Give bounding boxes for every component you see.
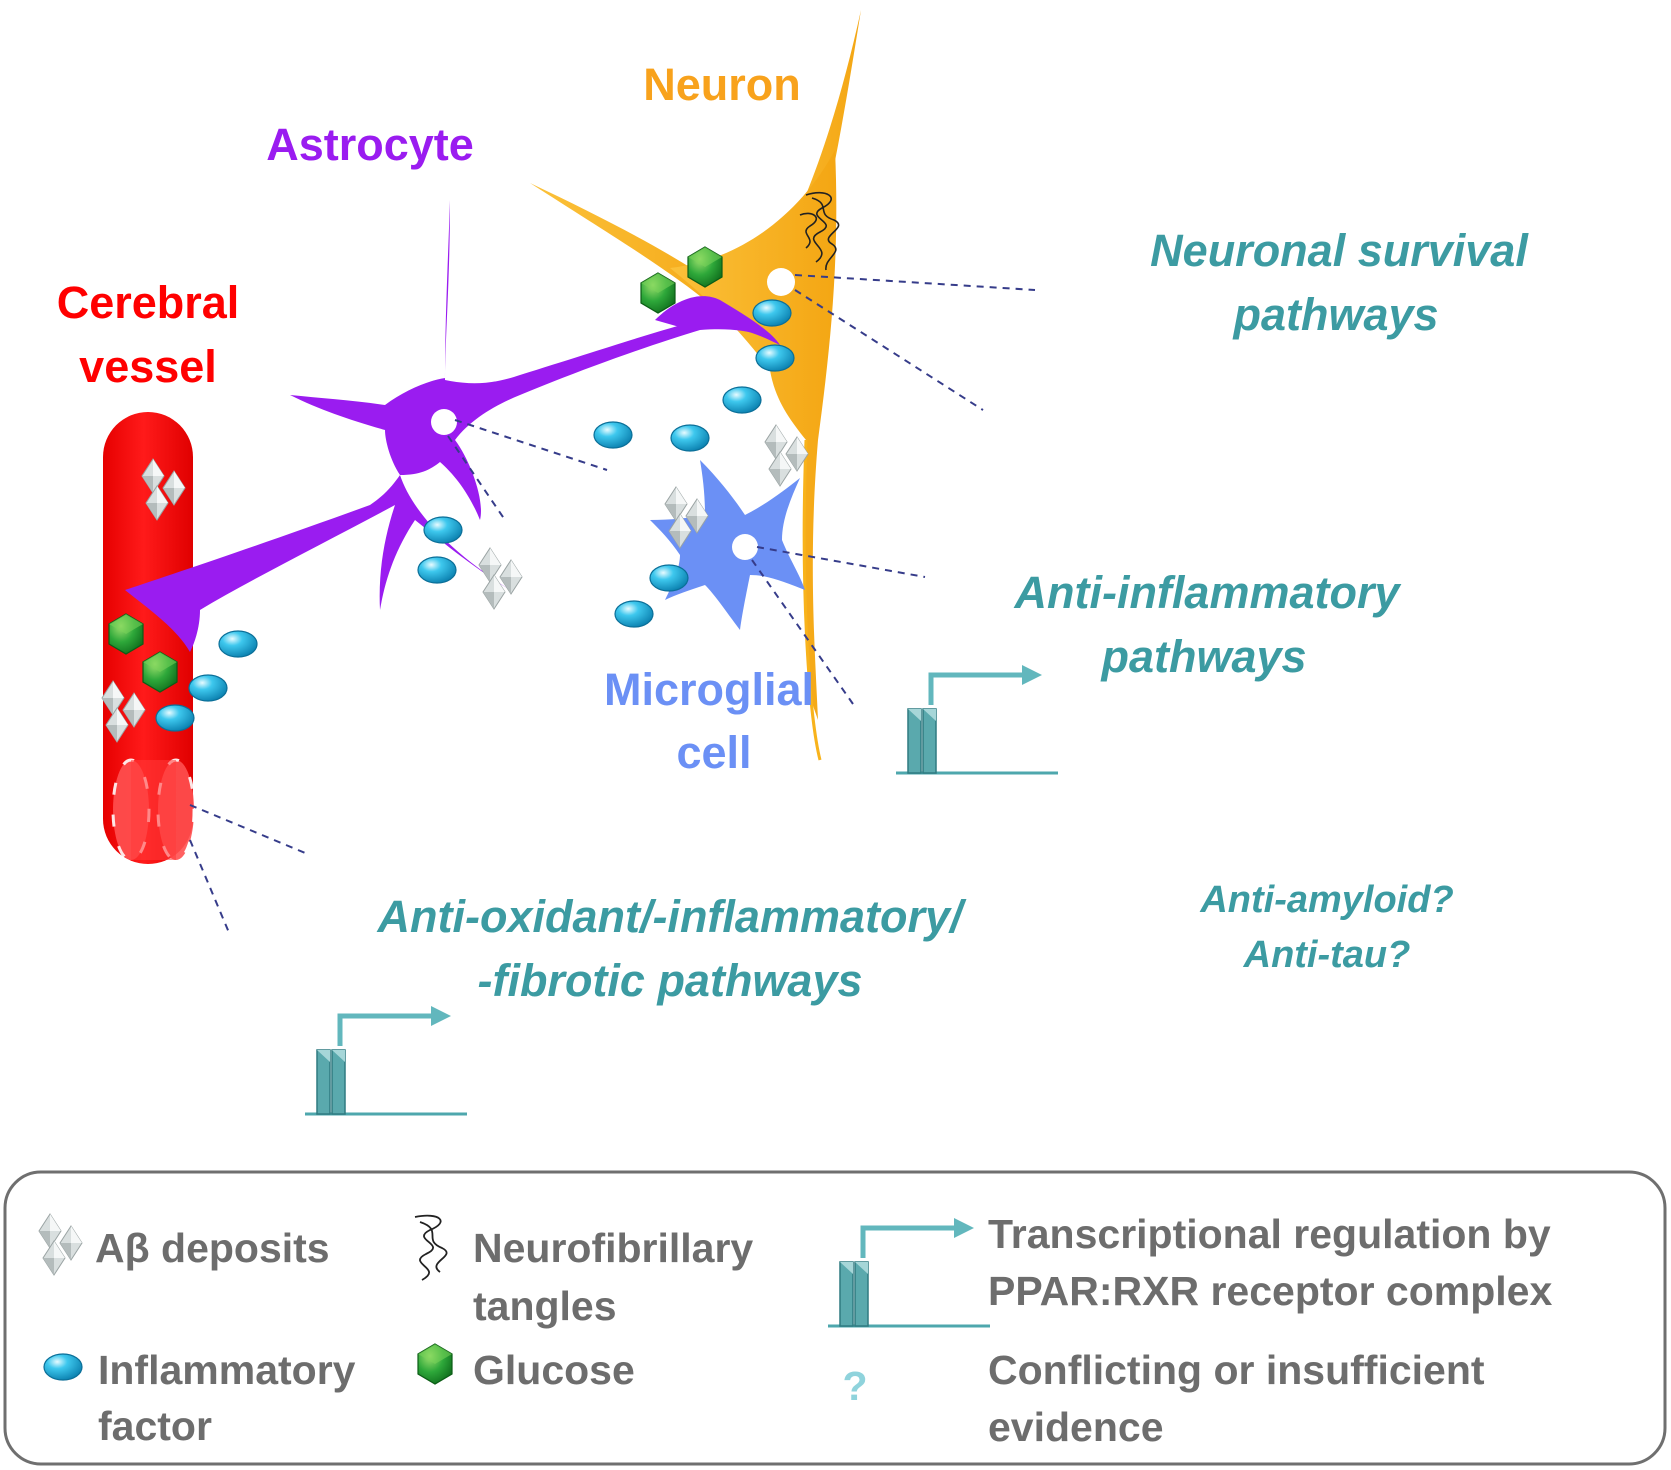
tangle-squiggle-icon <box>414 1214 448 1281</box>
promoter-arrow-icon <box>305 1006 467 1114</box>
astrocyte-cell <box>125 200 780 652</box>
blue-oval-icon <box>43 1353 83 1381</box>
legend: Aβ deposits Neurofibrillary tangles Tran… <box>3 1170 1667 1466</box>
legend-tangles-line2: tangles <box>473 1283 617 1329</box>
cerebral-vessel <box>103 412 196 864</box>
legend-glucose: Glucose <box>473 1347 635 1393</box>
legend-question-mark: ? <box>842 1363 867 1409</box>
microglia-label-line1: Microglial <box>604 664 814 715</box>
anti-amyloid-line2: Anti-tau? <box>1243 934 1411 976</box>
vessel-label-line1: Cerebral <box>57 277 240 328</box>
legend-conflicting-line2: evidence <box>988 1404 1164 1450</box>
neuronal-pathway-line2: pathways <box>1232 289 1438 340</box>
anti-inflammatory-line2: pathways <box>1100 631 1306 682</box>
neuron-nucleus <box>767 268 795 296</box>
vessel-label-line2: vessel <box>79 341 217 392</box>
legend-conflicting-line1: Conflicting or insufficient <box>988 1347 1485 1393</box>
vascular-pathway-line2: -fibrotic pathways <box>477 955 862 1006</box>
astrocyte-label: Astrocyte <box>266 119 474 170</box>
legend-amyloid: Aβ deposits <box>95 1225 330 1271</box>
promoter-arrow-icon <box>896 665 1058 773</box>
neuronal-pathway-line1: Neuronal survival <box>1150 225 1529 276</box>
legend-inflammatory-line1: Inflammatory <box>98 1347 356 1393</box>
legend-transcription-line2: PPAR:RXR receptor complex <box>988 1268 1552 1314</box>
anti-amyloid-line1: Anti-amyloid? <box>1199 879 1453 921</box>
microglia-label-line2: cell <box>676 727 751 778</box>
microglial-cell <box>650 460 805 630</box>
tangle-squiggle-icon <box>799 191 840 271</box>
neuron-cell <box>530 10 861 761</box>
legend-tangles-line1: Neurofibrillary <box>473 1225 753 1271</box>
anti-inflammatory-line1: Anti-inflammatory <box>1013 567 1401 618</box>
legend-inflammatory-line2: factor <box>98 1403 212 1449</box>
leader-lines <box>189 274 1036 936</box>
neuron-label: Neuron <box>643 59 801 110</box>
legend-transcription-line1: Transcriptional regulation by <box>988 1211 1551 1257</box>
vascular-pathway-line1: Anti-oxidant/-inflammatory/ <box>376 891 967 942</box>
